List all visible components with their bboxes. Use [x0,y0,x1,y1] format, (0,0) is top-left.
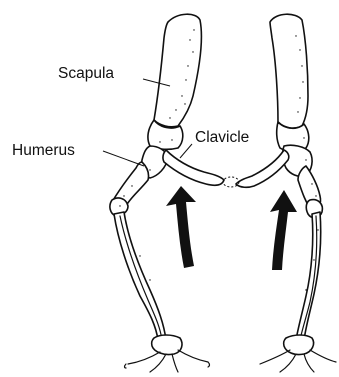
humerus-label: Humerus [12,143,75,159]
left-skeleton [110,14,224,372]
left-clavicle [163,150,224,185]
right-upward-arrow [270,190,297,270]
left-wrist [152,335,182,355]
scapula-label: Scapula [58,66,114,82]
right-skeleton [236,14,336,372]
right-clavicle [236,150,289,187]
clavicle-leader [180,144,192,158]
left-scapula [154,14,201,127]
clavicle-label: Clavicle [195,130,249,146]
left-upward-arrow [166,186,196,268]
humerus-leader [103,151,144,166]
right-scapula [270,14,308,128]
left-forearm [114,212,166,340]
sternum-junction [223,177,239,187]
